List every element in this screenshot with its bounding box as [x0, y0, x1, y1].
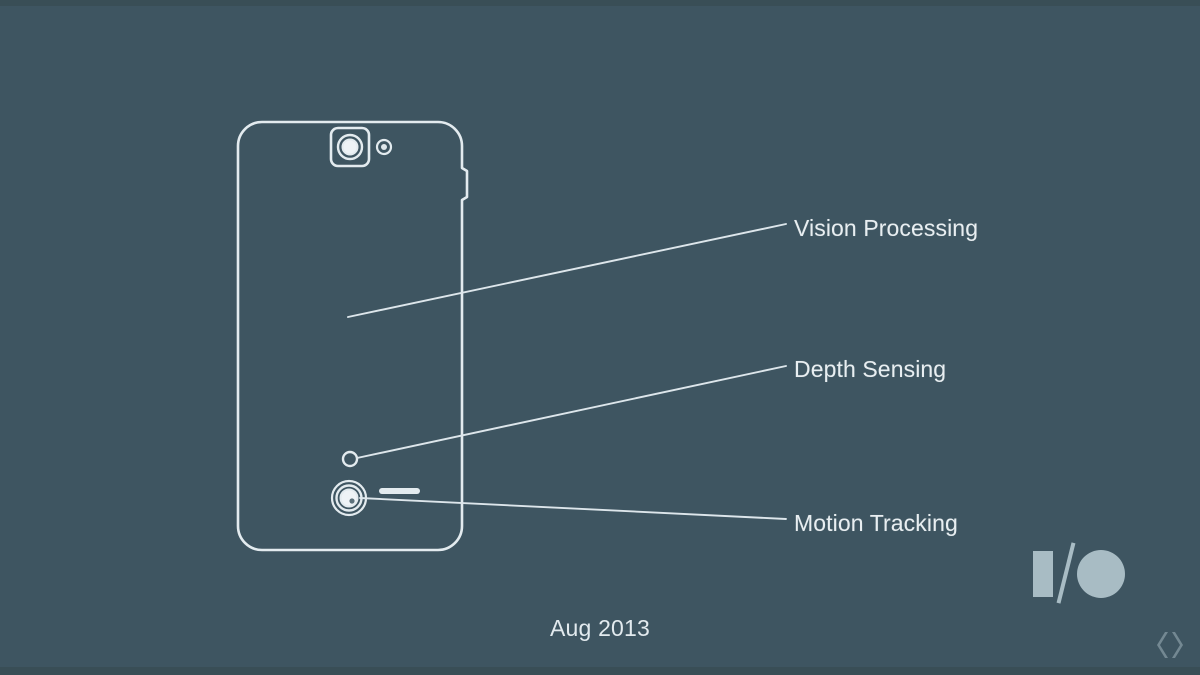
io-logo-slash [1056, 542, 1076, 604]
leader-line-depth-sensing [356, 365, 787, 459]
callout-label-vision-processing: Vision Processing [794, 215, 979, 241]
google-io-logo [1029, 542, 1125, 604]
camera-flash-icon [375, 138, 393, 156]
io-logo-o-circle [1077, 550, 1125, 598]
tablet-back-outline [236, 120, 469, 552]
leader-line-vision-processing [347, 223, 787, 318]
rear-camera-icon [329, 126, 371, 168]
depth-sensor-icon [341, 450, 359, 468]
date-caption: Aug 2013 [549, 615, 651, 641]
leader-line-motion-tracking [359, 497, 787, 520]
io-logo-i-bar [1033, 551, 1053, 597]
callout-label-depth-sensing: Depth Sensing [794, 356, 947, 382]
code-brackets-icon [1157, 632, 1183, 658]
speaker-bar [379, 488, 420, 494]
callout-label-motion-tracking: Motion Tracking [794, 510, 958, 536]
